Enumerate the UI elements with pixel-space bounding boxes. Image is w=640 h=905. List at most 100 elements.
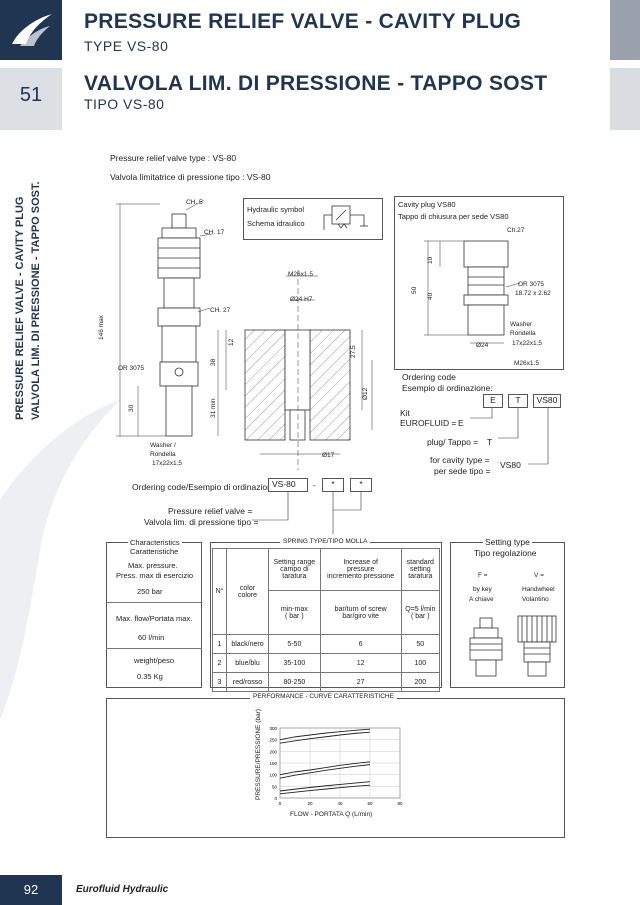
- spring-unit-standard: Q=5 l/min ( bar ): [400, 590, 441, 635]
- spring-row-n: 1: [212, 634, 227, 654]
- dim-m26: M26x1.5: [288, 271, 313, 278]
- intro-type-it: Valvola limitatrice di pressione tipo : …: [110, 172, 271, 182]
- chart-xtick-label: 0: [279, 801, 282, 806]
- setting-f-code: F =: [478, 572, 488, 579]
- setting-title-it: Tipo regolazione: [474, 548, 537, 558]
- relief-valve-symbol-icon: [323, 205, 368, 230]
- page-subtitle-it: TIPO VS-80: [84, 96, 165, 112]
- page-tab-number: 51: [19, 84, 43, 106]
- spring-row-inc: 27: [319, 672, 402, 692]
- char-weight-label: weight/peso: [134, 656, 175, 665]
- order-right-title-it: Esempio di ordinazione:: [402, 383, 493, 393]
- chart-series-line-6: [279, 784, 371, 795]
- spring-row-range: 35-100: [268, 653, 321, 673]
- char-flow-label: Max. flow/Portata max.: [116, 614, 193, 623]
- spring-row-color: blue/blu: [226, 653, 269, 673]
- page-subtitle-en: TYPE VS-80: [84, 38, 169, 54]
- chart-ylabel: PRESSURE/PRESSIONE (bar): [255, 708, 262, 800]
- chart-ytick-label: 150: [269, 761, 277, 766]
- chart-series-line-5: [279, 781, 371, 792]
- header-accent-bottom: [610, 68, 640, 130]
- spring-row-inc: 6: [319, 634, 402, 654]
- order-kit-line: EUROFLUID =: [400, 418, 457, 428]
- dim-31: 31 min: [210, 398, 217, 418]
- dim-d17: Ø17: [322, 452, 335, 459]
- order-cavity-value: VS80: [500, 460, 521, 470]
- page-title-en: PRESSURE RELIEF VALVE - CAVITY PLUG: [84, 10, 522, 33]
- hydraulic-symbol-it: Schema idraulico: [247, 219, 305, 228]
- order-plug-label: plug/ Tappo =: [427, 437, 479, 447]
- key-adjust-icon: [469, 617, 503, 677]
- spring-row-color: black/nero: [226, 634, 269, 654]
- order-main-label: Ordering code/Esempio di ordinazione:: [132, 482, 279, 492]
- spring-col-color-en: color: [239, 584, 256, 592]
- spring-row-range: 80-250: [268, 672, 321, 692]
- spring-unit-std-1: Q=5 l/min: [405, 605, 436, 613]
- cavity-washer-size: 17x22x1.5: [512, 340, 542, 347]
- dim-30: 30: [128, 404, 135, 412]
- setting-v-it: Volantino: [522, 596, 549, 603]
- cavity-washer-en: Washer: [510, 321, 533, 328]
- spring-col-range-3: taratura: [282, 573, 307, 580]
- order-relief-it: Valvola lim. di pressione tipo =: [144, 517, 259, 527]
- cavity-title-en: Cavity plug VS80: [398, 200, 456, 209]
- chart-ytick-label: 250: [269, 738, 277, 743]
- spring-col-inc-3: incremento pressione: [327, 573, 395, 580]
- dim-27-5: 27.5: [350, 345, 357, 358]
- table-row: 1 black/nero 5-50 6 50: [212, 634, 441, 654]
- spring-row-std: 50: [400, 634, 441, 654]
- spring-unit-range-2: ( bar ): [285, 612, 304, 620]
- intro-type-en: Pressure relief valve type : VS-80: [110, 153, 237, 163]
- cavity-d40: 40: [427, 292, 434, 300]
- order-main-star2: *: [350, 478, 372, 492]
- cavity-or: OR 3075: [518, 281, 545, 288]
- spring-col-n: N°: [212, 548, 227, 635]
- order-kit-value: E: [458, 418, 464, 428]
- chart-xtick-label: 40: [337, 801, 343, 806]
- spring-unit-increase: bar/turn of screw bar/giro vite: [319, 590, 402, 635]
- order-kit-label: Kit: [400, 408, 410, 418]
- logo-swoosh-icon: [12, 14, 52, 46]
- char-weight-value: 0.35 Kg: [137, 672, 163, 681]
- order-code-e: E: [483, 394, 503, 408]
- chart-ytick-label: 50: [272, 784, 278, 789]
- handwheel-icon: [517, 615, 557, 677]
- setting-type-drawings: [469, 615, 557, 677]
- washer-size: 17x22x1.5: [152, 460, 182, 467]
- page-tab: [0, 68, 62, 130]
- spring-col-std-2: setting: [409, 566, 431, 573]
- order-main-dash: -: [313, 480, 316, 490]
- spring-row-std: 200: [400, 672, 441, 692]
- char-maxp-it: Press. max di esercizio: [116, 571, 194, 580]
- spring-col-std-3: taratura: [408, 573, 433, 580]
- spring-row-range: 5-50: [268, 634, 321, 654]
- spring-col-inc-1: Increase of: [343, 559, 378, 566]
- spring-col-inc-2: pressure: [347, 566, 375, 573]
- footer-brand: Eurofluid Hydraulic: [76, 884, 169, 895]
- dim-ch5: CH. 5: [186, 199, 203, 206]
- cavity-plug-drawing: [424, 240, 521, 344]
- dim-12: 12: [228, 338, 235, 346]
- char-title-en: Characteristics: [128, 538, 182, 547]
- washer-it: Rondella: [150, 451, 176, 458]
- cavity-d24: Ø24: [476, 342, 489, 349]
- order-relief-en: Pressure relief valve =: [168, 506, 253, 516]
- cavity-title-it: Tappo di chiusura per sede VS80: [398, 212, 509, 221]
- header-accent-top: [610, 0, 640, 60]
- char-title-it: Caratteristiche: [130, 547, 179, 556]
- order-right-title-en: Ordering code: [402, 372, 456, 382]
- spring-col-range-2: campo di: [280, 566, 309, 573]
- cavity-washer-it: Rondella: [510, 330, 536, 337]
- spring-row-inc: 12: [319, 653, 402, 673]
- order-right-leaders: [470, 408, 549, 465]
- spring-unit-std-2: ( bar ): [410, 612, 430, 620]
- char-flow-value: 60 l/min: [138, 633, 165, 642]
- spring-unit-range-1: min-max: [280, 605, 308, 613]
- spring-unit-inc-2: bar/giro vite: [342, 612, 379, 620]
- dim-38: 38: [210, 358, 217, 366]
- table-row: 2 blue/blu 35-100 12 100: [212, 653, 441, 673]
- char-divider-1: [106, 602, 202, 603]
- brand-logo: [0, 0, 62, 60]
- setting-f-it: A chiave: [469, 596, 494, 603]
